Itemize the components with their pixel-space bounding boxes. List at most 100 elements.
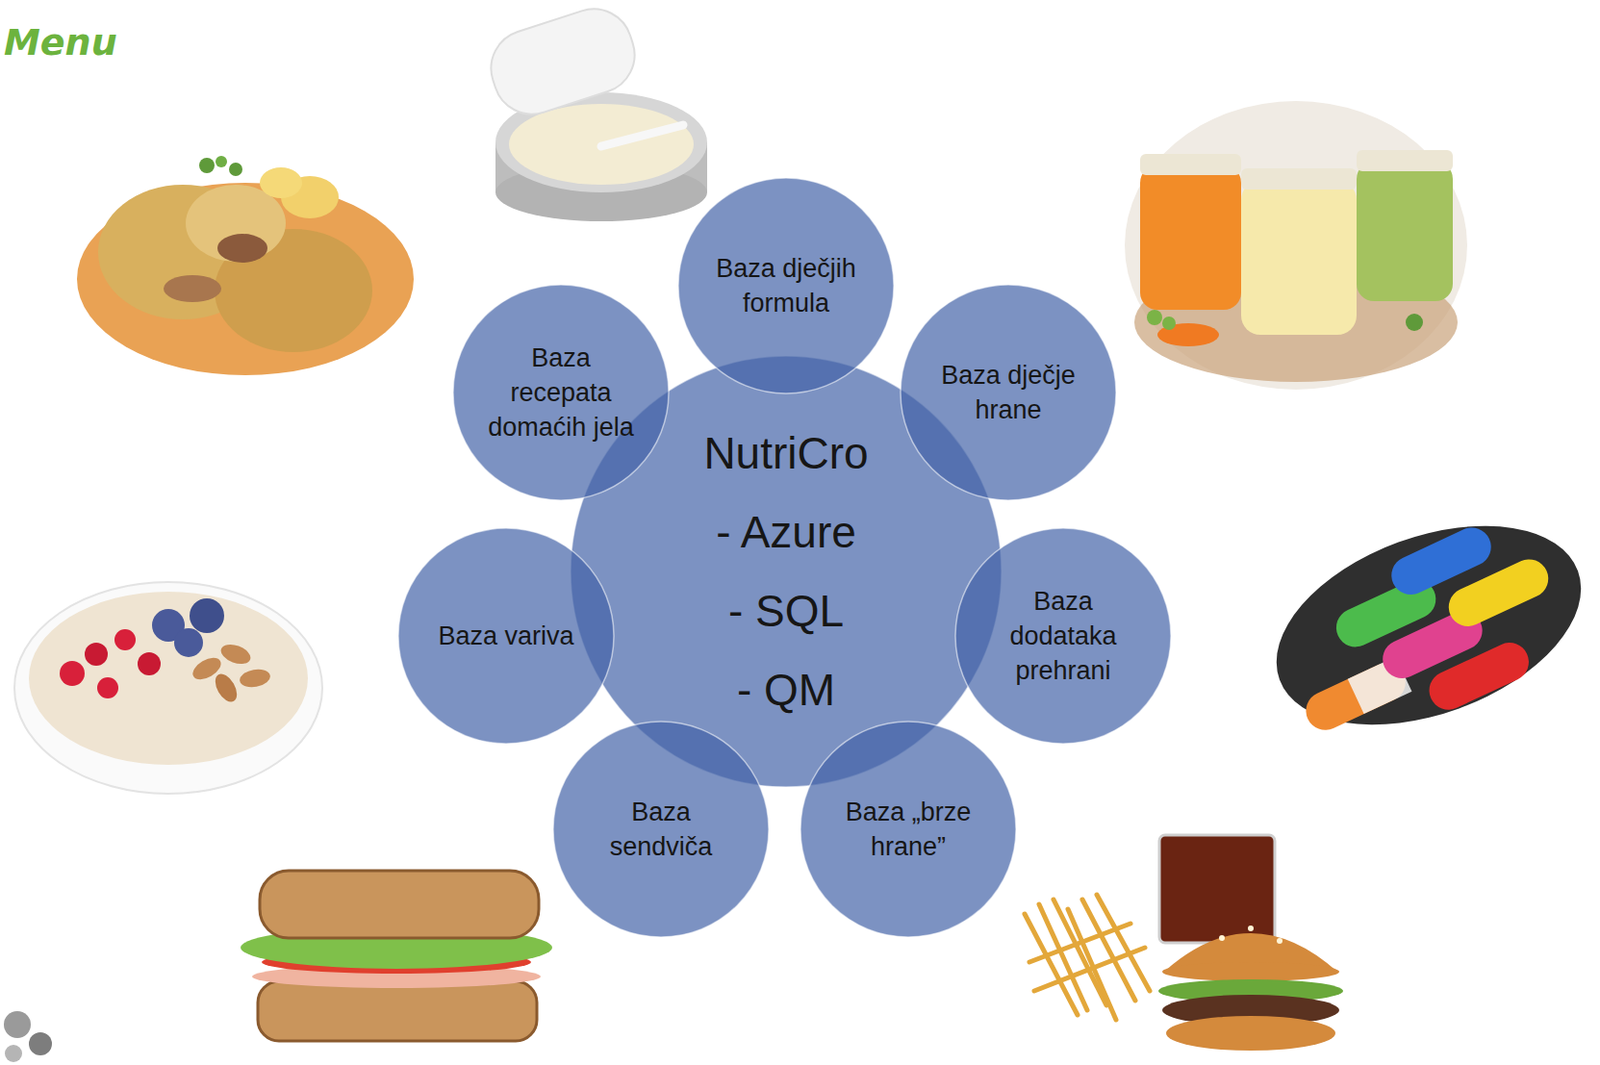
database-label: Baza „brze hrane” [831,794,986,864]
circle-shape [800,721,1016,938]
baby-food-jars-picture [1140,165,1242,310]
capsules-picture [1442,553,1555,634]
database-circle: Baza sendviča [552,720,770,939]
oatmeal-picture [210,670,242,707]
text-box: NutriCro- Azure- SQL- QM [603,413,969,730]
baby-food-jars-picture [1356,161,1453,302]
circle-shape [553,721,769,938]
capsules-picture [1248,487,1600,767]
grey-ornament [3,1011,52,1063]
capsules-picture [1422,636,1536,717]
grey-ornament [28,1032,52,1056]
database-label: Baza recepata domaćih jela [483,340,638,445]
logo-text: Menu [3,21,118,64]
oatmeal-picture [114,629,136,651]
oatmeal-picture [189,598,225,634]
cabbage-rolls-picture [214,228,373,353]
fast-food-picture [1024,894,1150,1020]
database-circle: Baza recepata domaćih jela [452,283,670,502]
oatmeal-picture [14,582,323,794]
fast-food-picture [1166,1015,1336,1051]
database-circle: Baza variva [397,527,615,745]
database-label: Baza dječje hrane [931,357,1086,428]
hub-text: - SQL [728,571,844,651]
baby-food-jars-picture [1140,153,1242,176]
logo-holder: Menu [3,21,118,64]
grey-ornament [3,1011,31,1039]
capsules-picture [1263,505,1584,767]
sandwich-picture [240,870,553,1042]
database-circle: Baza dječje hrane [899,283,1118,502]
circle-outline [552,720,770,939]
text-box: Baza recepata domaćih jela [483,340,638,445]
oatmeal-picture [174,628,204,658]
cabbage-rolls-picture [199,157,215,174]
grey-ornament [4,1044,23,1063]
cabbage-rolls-picture [228,162,243,177]
circle-content: Baza „brze hrane” [799,720,1017,939]
fast-food-picture [1219,935,1225,941]
baby-food-jars-picture [1241,180,1357,335]
cabbage-rolls-picture [163,275,222,303]
sandwich-picture [259,870,539,939]
circle-outline [799,720,1017,939]
text-box: Baza „brze hrane” [831,794,986,864]
circle-shape [900,284,1117,501]
database-label: Baza dodataka prehrani [986,584,1141,688]
text-box: Baza dodataka prehrani [986,584,1141,688]
formula-tin-picture [508,103,694,185]
cabbage-rolls-picture [215,155,228,168]
hub-text: - Azure [715,492,857,572]
text-box: Baza variva [429,618,584,654]
baby-food-jars-picture [1241,168,1357,190]
cabbage-rolls-picture [217,233,268,263]
baby-food-jars-picture [1124,101,1468,390]
circle-shape [398,528,614,744]
text-box: Baza sendviča [584,794,738,864]
oatmeal-picture [59,660,85,686]
database-circle: Baza dječjih formula [677,177,895,395]
fast-food-picture [1162,962,1340,982]
circle-outline [677,177,895,395]
oatmeal-picture [28,591,308,765]
circle-shape [453,284,669,501]
baby-food-jars-picture [1162,316,1176,331]
circle-content: Baza sendviča [552,720,770,939]
fast-food-picture [1096,894,1150,991]
baby-food-jars-picture [1356,150,1453,172]
circle-content: Baza recepata domaćih jela [452,283,670,502]
circle-content: Baza dodataka prehrani [954,527,1172,745]
fast-food-picture [1247,925,1254,932]
circle-content: Baza variva [397,527,615,745]
fast-food-picture [1159,835,1275,943]
circle-shape [678,177,894,394]
circle-outline [899,283,1118,502]
database-circle: Baza „brze hrane” [799,720,1017,939]
oatmeal-picture [97,677,119,699]
formula-tin-picture [481,0,645,125]
fast-food-picture [1024,835,1344,1051]
hub-text: NutriCro [703,413,868,493]
capsules-picture [1248,487,1600,763]
fast-food-picture [1276,938,1283,944]
text-box: Baza dječjih formula [709,251,864,321]
hub-text: - QM [736,650,836,730]
database-label: Baza sendviča [584,794,738,864]
baby-food-jars-picture [1146,309,1163,326]
database-label: Baza variva [437,618,574,654]
cabbage-rolls-picture [259,167,303,199]
fast-food-picture [1067,909,1117,1020]
baby-food-jars-picture [1405,313,1423,331]
cabbage-rolls-picture [76,182,414,376]
text-box: Baza dječje hrane [931,357,1086,428]
sandwich-picture [257,981,537,1042]
baby-food-jars-picture [1124,101,1468,390]
database-circle: Baza dodataka prehrani [954,527,1172,745]
cabbage-rolls-picture [76,155,414,376]
oatmeal-picture [137,652,161,676]
oatmeal-picture [84,642,108,666]
formula-tin-picture [481,0,708,222]
circle-content: Baza dječjih formula [677,177,895,395]
circle-content: Baza dječje hrane [899,283,1118,502]
